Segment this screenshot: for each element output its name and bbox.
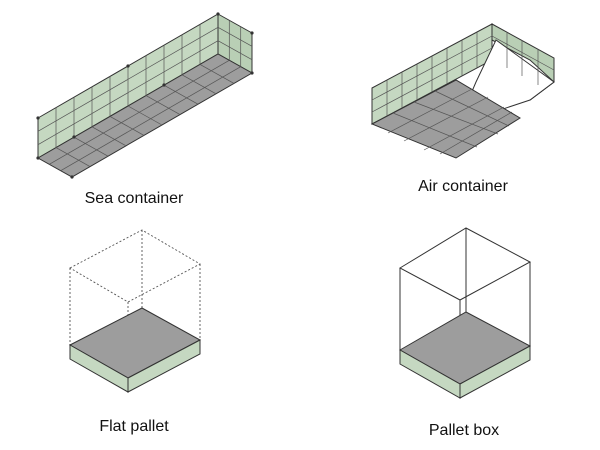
sea-container-wall-grid (37, 20, 253, 148)
sea-container-drawing (36, 12, 254, 179)
pallet-box-label: Pallet box (428, 422, 500, 439)
sea-container-floor-grid (49, 59, 241, 172)
air-container-drawing (370, 23, 555, 159)
pallet-box-right-side (459, 345, 531, 399)
flat-pallet-label: Flat pallet (99, 418, 169, 435)
air-container-wall-grid (371, 32, 555, 116)
pallet-box-drawing (398, 227, 532, 399)
flat-pallet-right-side (127, 339, 201, 393)
sea-container-corner-fittings (36, 12, 254, 179)
air-container-floor-grid (387, 88, 513, 155)
flat-pallet-drawing (68, 229, 202, 393)
sea-container-label: Sea container (84, 190, 184, 207)
air-container-label: Air container (418, 178, 508, 195)
